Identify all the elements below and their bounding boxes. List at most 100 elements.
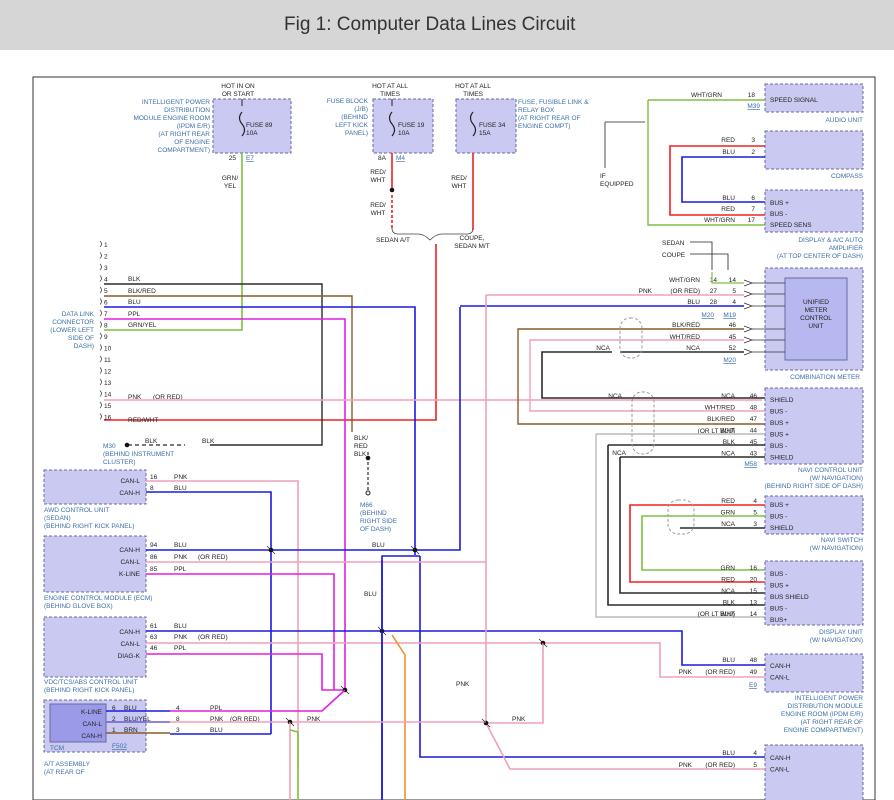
sedan-coupe-label: SEDAN: [662, 240, 685, 247]
grn-yel-wire: [104, 153, 243, 331]
display-num: 14: [750, 611, 758, 618]
fuse-89-amps: 10A: [246, 130, 258, 137]
meter-num: 45: [729, 334, 737, 341]
tcm-outer-wire: PPL: [210, 705, 223, 712]
blk-label: BLK: [145, 438, 158, 445]
dlc-pin: 12: [104, 369, 112, 376]
vdc-name: VDC/TCS/ABS CONTROL UNIT: [44, 679, 138, 686]
sedan-arrow: [690, 241, 713, 270]
relay-hot-label: HOT AT ALL: [455, 83, 491, 90]
meter-pin: [743, 336, 754, 344]
meter-pin: [743, 279, 754, 287]
splice-tick: [377, 626, 387, 636]
m66-wire-label: RED: [354, 443, 368, 450]
m66-label: (BEHIND: [360, 510, 387, 517]
jb-desc: PANEL): [345, 130, 368, 137]
amp-num: 7: [751, 206, 755, 213]
shield-twist: [631, 391, 655, 455]
ecm-num: 86: [150, 554, 158, 561]
tcm-pin: CAN-H: [81, 733, 102, 740]
center-pnk: PNK: [456, 681, 470, 688]
blk-red-wire: [104, 295, 353, 432]
navi-pin: BUS -: [770, 409, 787, 416]
fuse-symbol: [469, 111, 477, 137]
ipdm-desc: COMPARTMENT): [158, 147, 210, 154]
ecm-wire: PPL: [174, 566, 187, 573]
ipdm2-name: ENGINE ROOM (IPDM E/R): [781, 711, 863, 718]
dlc-or-red: (OR RED): [153, 394, 183, 401]
vdc-blu: [146, 555, 420, 632]
dlc-wire-label: BLK/RED: [128, 288, 156, 295]
navi-switch-pin: SHIELD: [770, 525, 794, 532]
relay-desc: (AT RIGHT REAR OF: [518, 115, 581, 122]
red-wht-label: WHT: [371, 210, 386, 217]
navi-num: 44: [750, 428, 758, 435]
jb-desc: (J/B): [354, 106, 368, 113]
display-wire: GRN: [721, 565, 736, 572]
m66-wire-label: BLK/: [354, 435, 368, 442]
last-wire: PNK: [679, 762, 693, 769]
jb-hot-label: HOT AT ALL: [372, 83, 408, 90]
tcm-inner-wire: BLU: [124, 705, 137, 712]
red-wht-label: RED/: [451, 175, 467, 182]
display-num: 13: [750, 600, 758, 607]
meter-pin: [743, 325, 754, 333]
dlc-pin: 11: [104, 357, 111, 364]
amp-name: DISPLAY & A/C AUTO: [798, 237, 863, 244]
tcm-outer-num: 8: [176, 716, 180, 723]
last-pnk: [485, 722, 765, 770]
tcm-outer-wire: BLU: [210, 727, 223, 734]
display-pin: BUS SHIELD: [770, 594, 809, 601]
red-wht-label: RED/: [370, 202, 386, 209]
unified-meter-label: UNIFIED: [803, 299, 829, 306]
splice-tick: [538, 638, 548, 648]
dlc-pin-tick: [99, 321, 102, 328]
dlc-pin: 3: [104, 265, 108, 272]
awd-blu: [146, 491, 272, 734]
splice-dot: [124, 442, 130, 448]
ecm-blu: [146, 307, 461, 551]
vdc-num: 46: [150, 645, 158, 652]
jb-desc: (BEHIND: [341, 114, 368, 121]
meter-num: 14: [710, 277, 718, 284]
ipdm2-name: DISTRIBUTION MODULE: [788, 703, 864, 710]
navi-num: 48: [750, 405, 758, 412]
unified-meter-label: METER: [805, 307, 828, 314]
dlc-pin-tick: [99, 286, 102, 294]
navi-wire: NCA: [721, 393, 735, 400]
awd-name: AWD CONTROL UNIT: [44, 507, 109, 514]
blk-label: BLK: [202, 438, 215, 445]
ipdm2-name: (AT RIGHT REAR OF: [801, 719, 864, 726]
m30-label: M30: [103, 443, 116, 450]
meter-num: 27: [710, 288, 718, 295]
dlc-pin-tick: [99, 355, 102, 363]
meter-blk-red: [517, 328, 765, 425]
last-wire: BLU: [722, 750, 735, 757]
amp-wire: WHT/GRN: [704, 217, 735, 224]
dlc-wire-label: RED/WHT: [128, 417, 158, 424]
meter-conn: M20: [701, 312, 714, 319]
meter-num: 52: [729, 345, 737, 352]
fuse-hot-label: HOT IN ON: [221, 83, 255, 90]
navi-num: 46: [750, 393, 758, 400]
vdc-wire: PPL: [174, 645, 187, 652]
center-pnk: PNK: [512, 716, 526, 723]
tcm-inner-wire: BLU/YEL: [124, 716, 151, 723]
vdc-name: (BEHIND RIGHT KICK PANEL): [44, 687, 134, 694]
fuse-symbol: [388, 111, 396, 137]
relay-desc: RELAY BOX: [518, 107, 555, 114]
dlc-pin-tick: [99, 378, 102, 386]
meter-num: 14: [729, 277, 737, 284]
meter-or-red: (OR RED): [670, 288, 700, 295]
tcm-ppl: [170, 689, 346, 712]
m66-label: M66: [360, 502, 373, 509]
ipdm2-conn: E9: [749, 682, 757, 689]
vdc-num: 63: [150, 634, 158, 641]
jb-desc: LEFT KICK: [335, 122, 368, 129]
ecm-or-red: (OR RED): [198, 554, 228, 561]
awd-pin: CAN-L: [120, 478, 140, 485]
awd-num: 16: [150, 474, 158, 481]
tcm-inner-num: 2: [112, 716, 116, 723]
navi-pin: BUS +: [770, 432, 789, 439]
